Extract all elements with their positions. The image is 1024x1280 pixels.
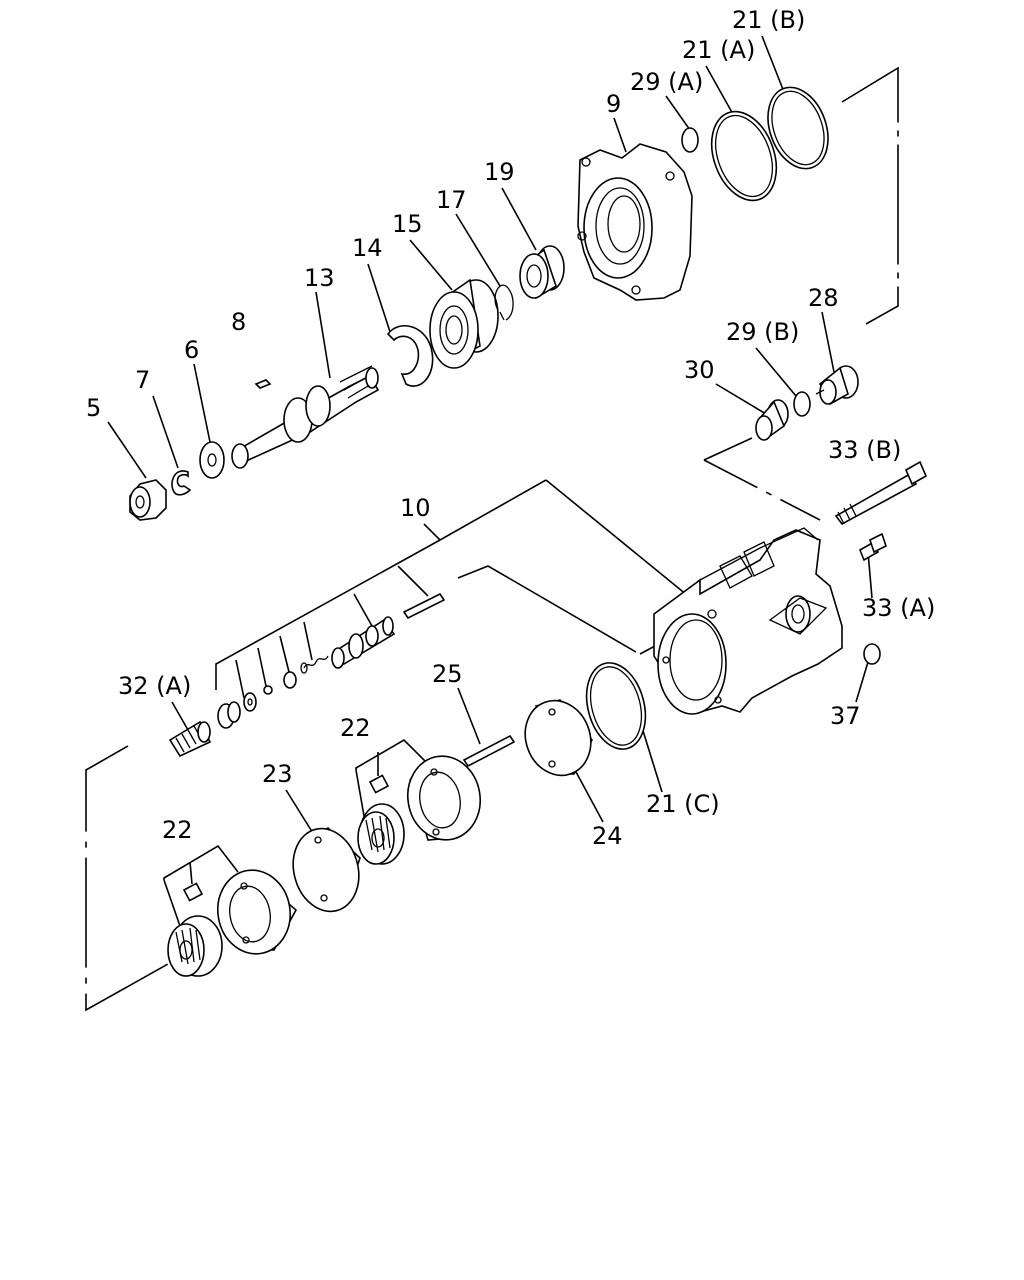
part-spool-10b[interactable]	[331, 616, 396, 669]
callout-19[interactable]: 19	[484, 158, 515, 186]
part-ring-upper[interactable]	[401, 750, 486, 845]
callout-7[interactable]: 7	[135, 366, 150, 394]
part-gear-housing-10[interactable]	[653, 527, 843, 715]
part-spring-32a[interactable]	[168, 720, 212, 758]
part-nut-5[interactable]	[129, 479, 167, 521]
part-housing-9[interactable]	[577, 143, 693, 301]
part-shaft-13[interactable]	[231, 365, 380, 469]
callout-37[interactable]: 37	[830, 702, 861, 730]
callout-15[interactable]: 15	[392, 210, 423, 238]
callout-24[interactable]: 24	[592, 822, 623, 850]
part-oring-21b[interactable]	[757, 79, 838, 177]
part-washer-6[interactable]	[199, 441, 225, 479]
part-rotor-upper[interactable]	[357, 803, 405, 865]
part-bolt-33a[interactable]	[858, 532, 887, 562]
part-oring-29b[interactable]	[793, 391, 811, 417]
part-oring-21a[interactable]	[700, 103, 788, 210]
part-bearing-15[interactable]	[429, 278, 499, 369]
part-ring-lower[interactable]	[211, 864, 298, 959]
callout-13[interactable]: 13	[304, 264, 335, 292]
callout-14[interactable]: 14	[352, 234, 383, 262]
part-spring-10c[interactable]	[300, 655, 329, 674]
callout-21b[interactable]: 21 (B)	[732, 6, 805, 34]
callout-8[interactable]: 8	[231, 308, 246, 336]
callout-10[interactable]: 10	[400, 494, 431, 522]
part-lockplate-14[interactable]	[386, 324, 434, 387]
part-clip-7[interactable]	[171, 470, 192, 496]
callout-9[interactable]: 9	[606, 90, 621, 118]
callout-25[interactable]: 25	[432, 660, 463, 688]
part-washer-10f[interactable]	[243, 692, 257, 712]
part-oring-21c[interactable]	[578, 656, 655, 755]
part-sleeve-30[interactable]	[755, 399, 789, 441]
part-cover-24[interactable]	[515, 691, 601, 784]
part-key-8[interactable]	[254, 379, 272, 389]
callout-23[interactable]: 23	[262, 760, 293, 788]
marker-22-upper	[368, 774, 390, 794]
marker-22-lower	[182, 882, 204, 902]
callout-33a[interactable]: 33 (A)	[862, 594, 935, 622]
part-seal-19[interactable]	[519, 245, 565, 300]
part-snapring-17[interactable]	[494, 284, 514, 321]
callout-21c[interactable]: 21 (C)	[646, 790, 720, 818]
part-rotor-lower[interactable]	[167, 915, 223, 977]
callout-22b[interactable]: 22	[162, 816, 193, 844]
part-pin-10a[interactable]	[402, 592, 446, 620]
callout-21a[interactable]: 21 (A)	[682, 36, 755, 64]
callout-28[interactable]: 28	[808, 284, 839, 312]
callout-29b[interactable]: 29 (B)	[726, 318, 799, 346]
part-plug-10g[interactable]	[217, 701, 241, 729]
part-oring-29a[interactable]	[681, 127, 699, 153]
callout-labels: 5 7 6 8 13 14 15 17 19 9 29 (A) 21 (A) 2…	[86, 6, 935, 850]
part-bolt-33b[interactable]	[834, 460, 928, 526]
part-pin-25[interactable]	[462, 734, 516, 768]
callout-17[interactable]: 17	[436, 186, 467, 214]
part-plug-28[interactable]	[815, 365, 859, 406]
part-cover-23[interactable]	[284, 821, 368, 919]
callout-6[interactable]: 6	[184, 336, 199, 364]
part-seat-10d[interactable]	[283, 671, 297, 689]
callout-29a[interactable]: 29 (A)	[630, 68, 703, 96]
callout-30[interactable]: 30	[684, 356, 715, 384]
callout-5[interactable]: 5	[86, 394, 101, 422]
leader-lines	[85, 35, 899, 1012]
part-oring-37[interactable]	[863, 643, 881, 665]
callout-22a[interactable]: 22	[340, 714, 371, 742]
callout-33b[interactable]: 33 (B)	[828, 436, 901, 464]
part-ball-10e[interactable]	[263, 685, 273, 695]
callout-32a[interactable]: 32 (A)	[118, 672, 191, 700]
